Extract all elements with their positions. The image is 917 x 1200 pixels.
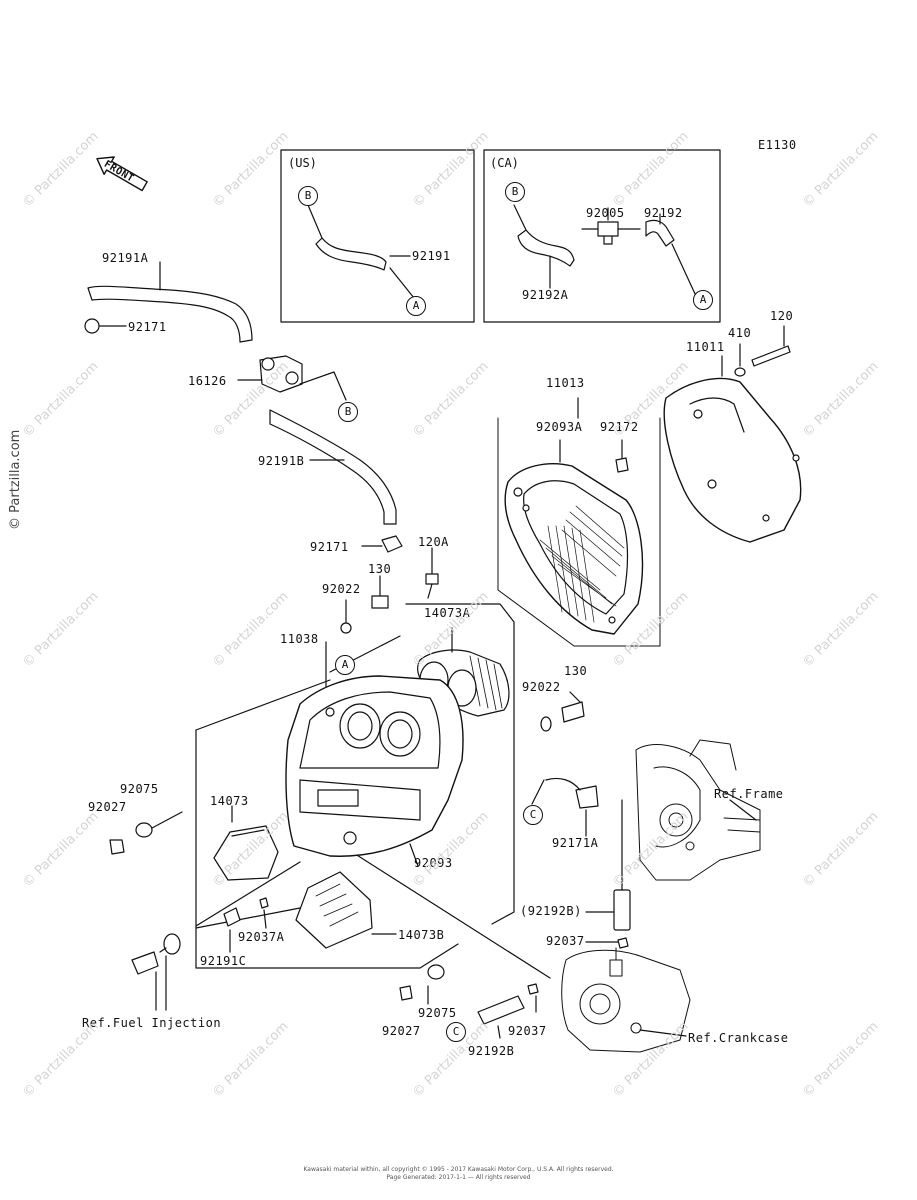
hose-92191b-icon	[269, 409, 397, 525]
part-92192a: 92192A	[522, 288, 569, 302]
air-filter-11013-icon	[504, 463, 644, 635]
part-120a: 120A	[418, 535, 449, 549]
part-410: 410	[728, 326, 752, 340]
us-box-tag: (US)	[288, 156, 317, 170]
sensor-icon	[131, 951, 159, 975]
circle-c-lower: C	[446, 1022, 466, 1042]
us-circle-a: A	[406, 296, 426, 316]
clamp-92171-icon	[84, 318, 100, 334]
grommet-92075-icon	[135, 822, 153, 838]
part-92022: 92022	[322, 582, 361, 596]
duct-14073b-icon	[295, 871, 373, 949]
us-circle-b: B	[298, 186, 318, 206]
part-92037-right: 92037	[546, 934, 585, 948]
ref-crankcase: Ref.Crankcase	[688, 1031, 789, 1045]
part-92093: 92093	[414, 856, 453, 870]
part-130-right: 130	[564, 664, 588, 678]
hose-92192b-icon	[477, 995, 525, 1025]
part-14073: 14073	[210, 794, 249, 808]
hose-92192b-right-icon	[613, 889, 631, 931]
clamp-92171a-icon	[575, 785, 599, 809]
bolt-130-right-icon	[561, 701, 585, 723]
collar-92027-icon	[109, 839, 125, 855]
hose-92191c-icon	[223, 907, 241, 927]
crankcase-ref-icon	[561, 947, 691, 1053]
copyright-line-1: Kawasaki material within, all copyright …	[303, 1166, 614, 1173]
part-92192b: 92192B	[468, 1044, 515, 1058]
part-92037-lower: 92037	[508, 1024, 547, 1038]
clip-92037-right-icon	[617, 937, 629, 949]
diagram-code: E1130	[758, 138, 797, 152]
clip-92037a-icon	[259, 897, 269, 909]
part-92171-lower: 92171	[310, 540, 349, 554]
ca-inset-box	[483, 149, 721, 323]
grommet-92075-lower-icon	[427, 964, 445, 980]
ref-fuel-injection: Ref.Fuel Injection	[82, 1016, 222, 1030]
cover-11011-icon	[663, 377, 802, 543]
screw-92172-icon	[615, 457, 629, 473]
us-inset-box	[280, 149, 475, 323]
washer-410-icon	[734, 367, 746, 377]
front-arrow-icon	[96, 156, 148, 192]
part-92093a: 92093A	[536, 420, 583, 434]
circle-c-right: C	[523, 805, 543, 825]
ca-box-tag: (CA)	[490, 156, 519, 170]
part-11038: 11038	[280, 632, 319, 646]
hose-92192a-icon	[517, 229, 575, 267]
part-16126: 16126	[188, 374, 227, 388]
part-11013: 11013	[546, 376, 585, 390]
part-11011: 11011	[686, 340, 725, 354]
part-120: 120	[770, 309, 794, 323]
part-92037a: 92037A	[238, 930, 285, 944]
part-92075: 92075	[120, 782, 159, 796]
part-92192b-ref: (92192B)	[520, 904, 582, 918]
hose-92191-icon	[315, 237, 387, 271]
part-92171-top: 92171	[128, 320, 167, 334]
ref-frame: Ref.Frame	[714, 787, 784, 801]
part-14073b: 14073B	[398, 928, 445, 942]
part-92027: 92027	[88, 800, 127, 814]
washer-92022-icon	[340, 622, 352, 634]
part-92027-lower: 92027	[382, 1024, 421, 1038]
clamp-92171-lower-icon	[381, 535, 403, 553]
part-14073a: 14073A	[424, 606, 471, 620]
bolt-120-icon	[751, 345, 791, 367]
ca-circle-a: A	[693, 290, 713, 310]
part-92172: 92172	[600, 420, 639, 434]
hose-92192-icon	[645, 219, 675, 247]
circle-a: A	[335, 655, 355, 675]
part-92171a: 92171A	[552, 836, 599, 850]
part-92192: 92192	[644, 206, 683, 220]
part-92005: 92005	[586, 206, 625, 220]
bolt-130-icon	[371, 595, 389, 609]
collar-92027-lower-icon	[399, 985, 413, 1001]
washer-92022-right-icon	[540, 716, 552, 732]
ca-circle-b: B	[505, 182, 525, 202]
circle-b: B	[338, 402, 358, 422]
clip-92037-lower-icon	[527, 983, 539, 995]
copyright-line-2: Page Generated: 2017-1-1 — All rights re…	[386, 1174, 531, 1181]
hose-92191a-icon	[87, 285, 253, 343]
air-cleaner-housing-11038-icon	[285, 675, 464, 857]
duct-14073-icon	[213, 825, 279, 881]
part-92075-lower: 92075	[418, 1006, 457, 1020]
tee-fitting-92005-icon	[597, 221, 619, 245]
frame-ref-icon	[635, 739, 761, 881]
part-130: 130	[368, 562, 392, 576]
part-92191c: 92191C	[200, 954, 247, 968]
part-92191a: 92191A	[102, 251, 149, 265]
part-92191b: 92191B	[258, 454, 305, 468]
watermark-side: © Partzilla.com	[8, 429, 23, 530]
part-92022-right: 92022	[522, 680, 561, 694]
bolt-120a-icon	[425, 573, 439, 585]
part-92191: 92191	[412, 249, 451, 263]
